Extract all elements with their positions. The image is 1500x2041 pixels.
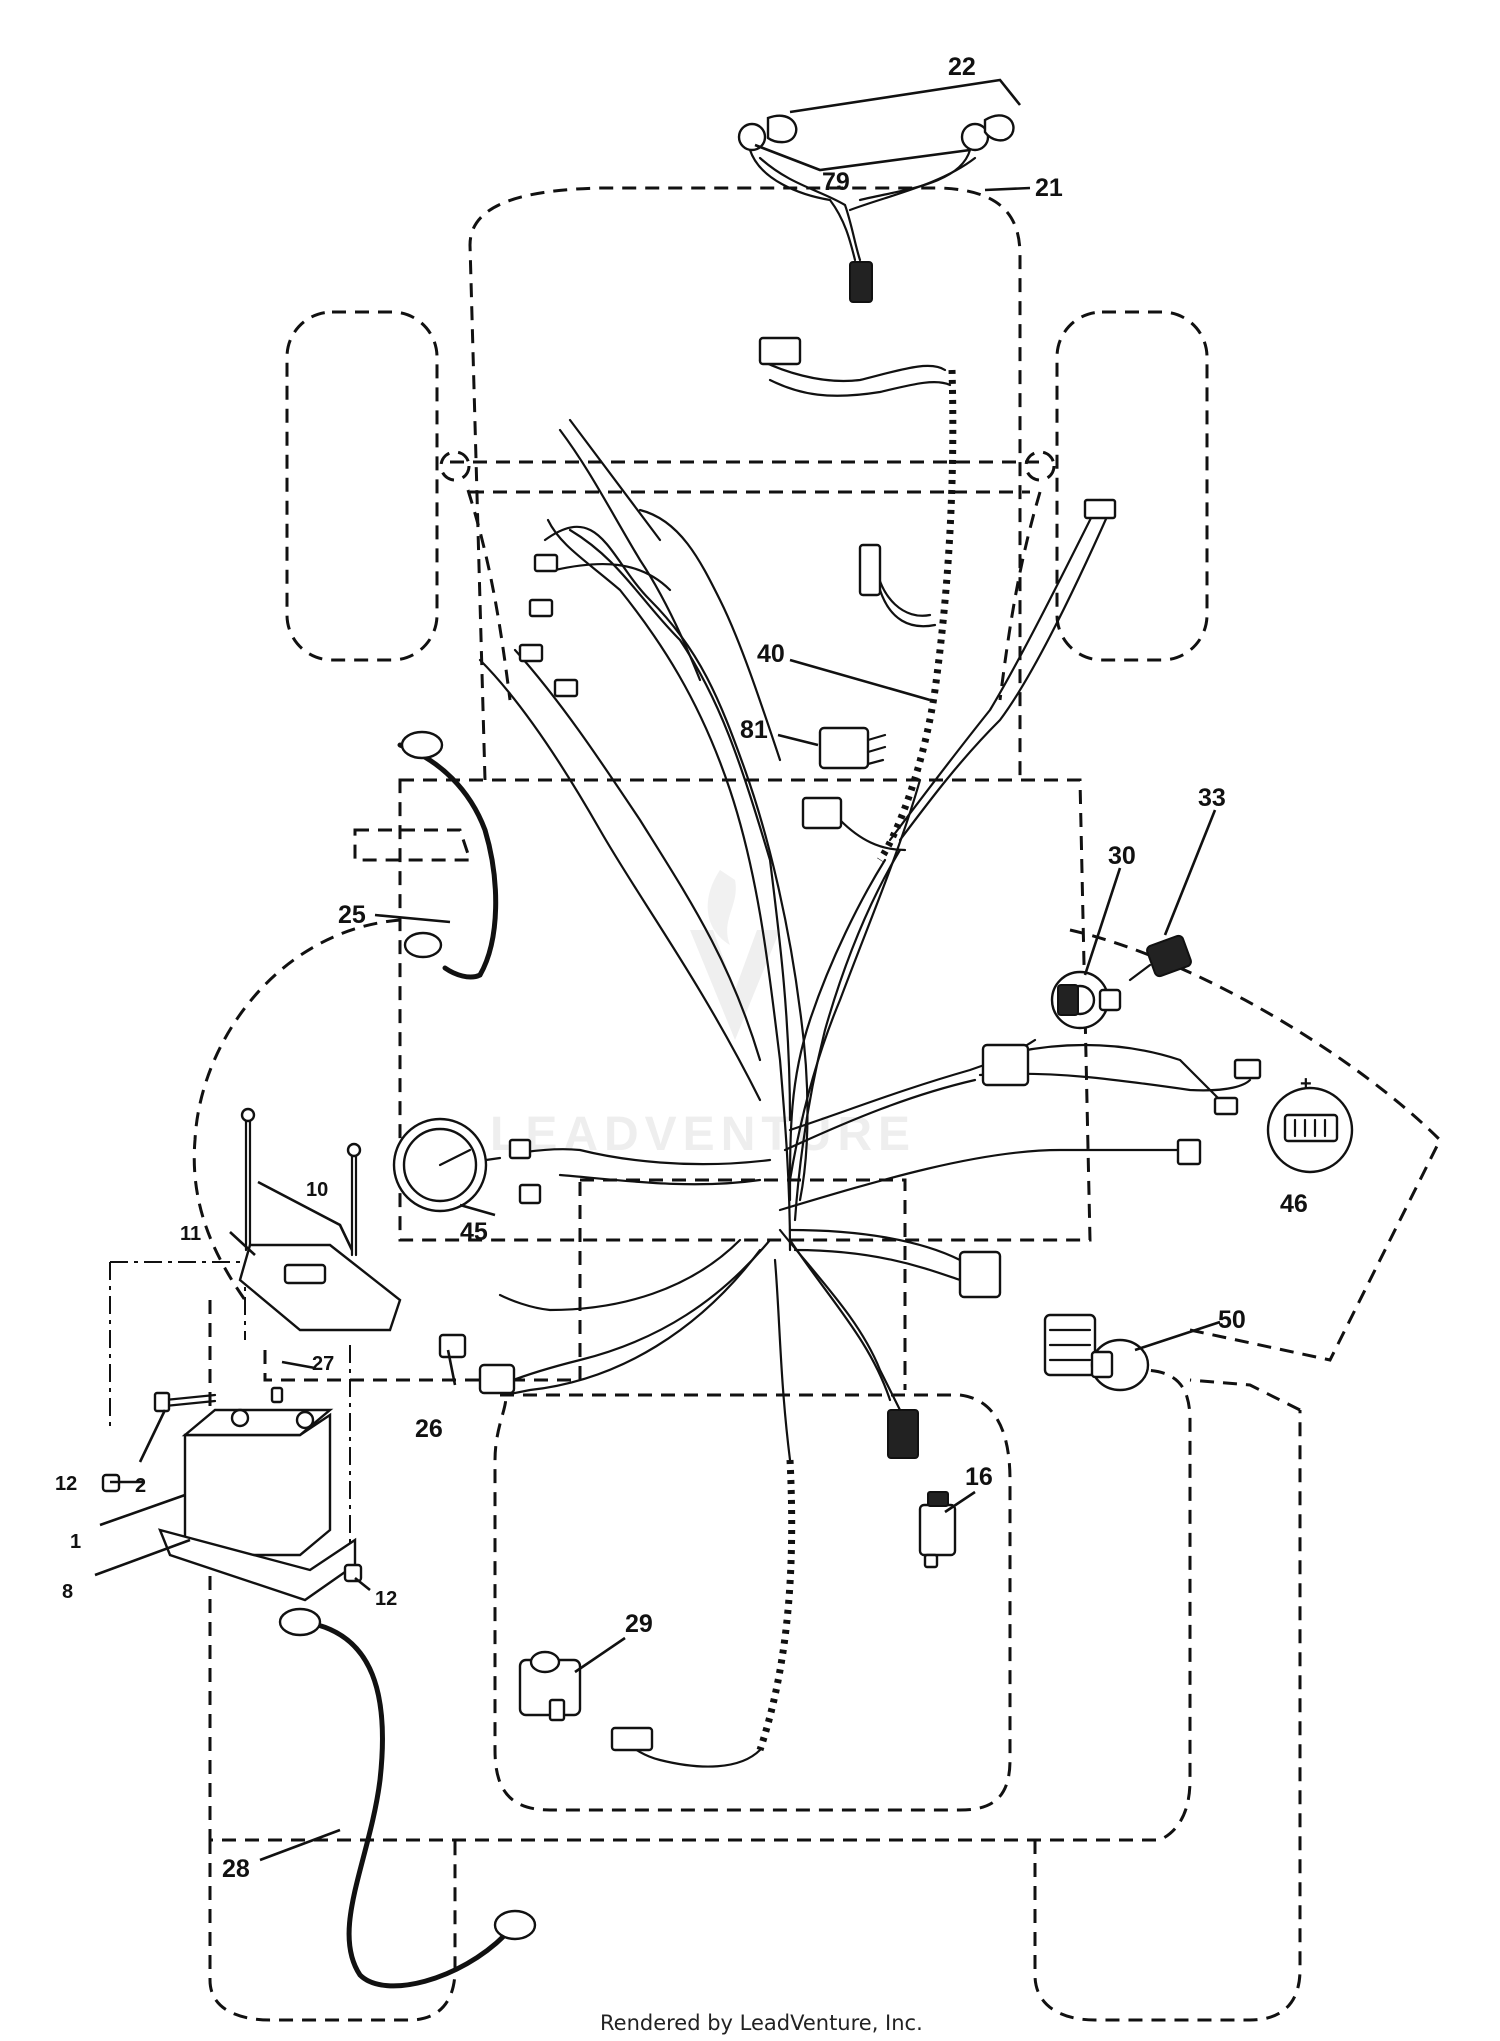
- terminal-gauge-a: [508, 1138, 532, 1160]
- terminal-right-a: [1233, 1058, 1262, 1080]
- connector-lower-black: [887, 1409, 919, 1459]
- connector-lower-right: [958, 1250, 1002, 1299]
- main-harness: [478, 358, 1252, 1768]
- pto-switch: [1043, 1313, 1150, 1392]
- ammeter-gauge: [392, 1117, 502, 1213]
- battery-hold-down: [238, 1243, 402, 1332]
- seat-switch: [518, 1650, 582, 1722]
- connector-top: [758, 336, 802, 366]
- bulb-left: [766, 114, 798, 144]
- nut-12-right: [343, 1563, 363, 1583]
- battery: [181, 1408, 334, 1557]
- callout-1: 1: [70, 1531, 81, 1553]
- callout-40: 40: [757, 640, 785, 668]
- callout-27: 27: [312, 1353, 334, 1375]
- connector-seat-switch: [610, 1726, 654, 1752]
- callout-79: 79: [822, 168, 850, 196]
- callout-10: 10: [306, 1179, 328, 1201]
- leader-lines: [94, 78, 1221, 1862]
- headlight-plug: [849, 261, 873, 303]
- callout-81: 81: [740, 716, 768, 744]
- ground-wire-upper: [397, 730, 499, 980]
- callout-22: 22: [948, 53, 976, 81]
- callout-30: 30: [1108, 842, 1136, 870]
- battery-bracket-guide: [109, 1261, 351, 1550]
- fuse: [438, 1333, 516, 1395]
- callout-28: 28: [222, 1855, 250, 1883]
- callout-16: 16: [965, 1463, 993, 1491]
- callout-11: 11: [180, 1223, 201, 1245]
- svg-text:+: +: [1300, 1073, 1312, 1095]
- callout-50: 50: [1218, 1306, 1246, 1334]
- terminal-right-c: [1176, 1138, 1202, 1166]
- harness-connectors: [508, 336, 1262, 1752]
- terminal-upper-b: [528, 598, 554, 618]
- callout-29: 29: [625, 1610, 653, 1638]
- battery-bolts: [240, 1107, 362, 1257]
- ignition-switch: [1050, 970, 1122, 1030]
- watermark: LEADVENTURE: [490, 870, 916, 1161]
- terminal-gauge-b: [518, 1183, 542, 1205]
- callout-46: 46: [1280, 1190, 1308, 1218]
- connector-right-top: [1083, 498, 1117, 520]
- connector-switch: [981, 1043, 1030, 1087]
- watermark-text: LEADVENTURE: [490, 1108, 916, 1161]
- terminal-upper-c: [518, 643, 544, 663]
- hour-meter: +: [1266, 1073, 1354, 1174]
- callout-2: 2: [135, 1475, 146, 1497]
- connector-vertical: [858, 543, 882, 597]
- terminal-right-b: [1213, 1096, 1239, 1116]
- ground-wire-lower: [278, 1607, 537, 1989]
- mower-outline: [192, 186, 1442, 2022]
- callout-45: 45: [460, 1218, 488, 1246]
- callout-21: 21: [1035, 174, 1063, 202]
- rendered-by-footer: Rendered by LeadVenture, Inc.: [600, 2011, 923, 2035]
- bulb-right: [983, 114, 1015, 142]
- safety-switch: [918, 1491, 957, 1569]
- callout-12-left: 12: [55, 1473, 77, 1495]
- headlight-socket-left: [737, 122, 767, 152]
- connector-mid: [801, 796, 843, 830]
- terminal-upper-a: [533, 553, 559, 573]
- terminal-upper-d: [553, 678, 579, 698]
- callout-12-right: 12: [375, 1588, 397, 1610]
- terminal-bolt: [153, 1386, 284, 1413]
- callout-33: 33: [1198, 784, 1226, 812]
- relay: [818, 726, 887, 770]
- callout-26: 26: [415, 1415, 443, 1443]
- callouts: 22 79 21 40 81 33 30 25 10 11 45 46 27 5…: [55, 53, 1308, 1883]
- ignition-key: [1128, 934, 1192, 982]
- callout-8: 8: [62, 1581, 73, 1603]
- callout-25: 25: [338, 901, 366, 929]
- headlight-assembly: [737, 114, 1015, 303]
